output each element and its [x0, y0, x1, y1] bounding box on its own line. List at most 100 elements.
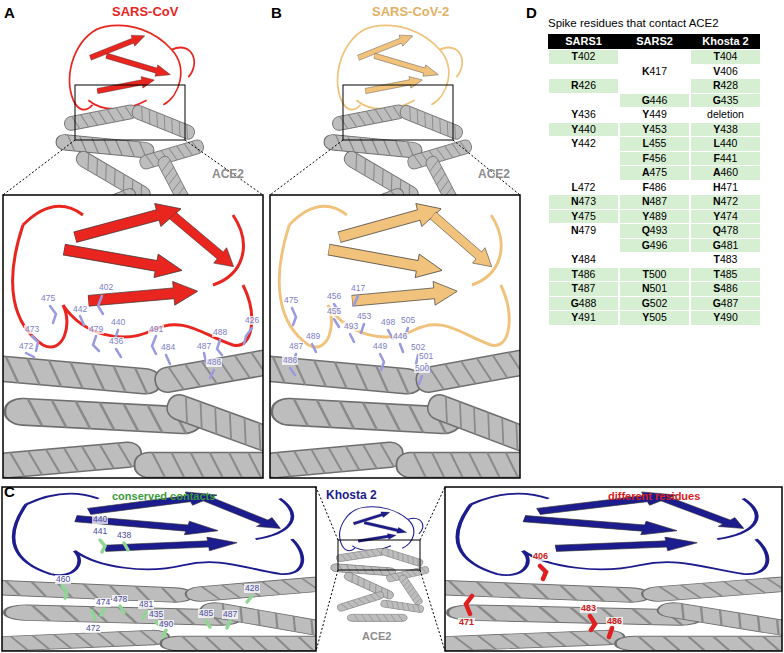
- residue-number: 453: [356, 312, 372, 321]
- residue-number: 428: [244, 584, 260, 593]
- residue-number: 440: [92, 515, 108, 524]
- table-cell: N487: [620, 195, 689, 209]
- table-cell: T485: [691, 268, 760, 282]
- residue-number: 438: [116, 531, 132, 540]
- residue-number: 473: [24, 325, 40, 334]
- protein-name: Khosta 2: [326, 489, 377, 503]
- residue-number: 474: [95, 598, 111, 607]
- residue-number: 446: [392, 332, 408, 341]
- residue-number: 490: [158, 620, 174, 629]
- panel-letter: B: [271, 4, 282, 21]
- residue-number: 486: [282, 356, 298, 365]
- sars-cov-2-complex: [252, 25, 549, 478]
- table-cell: G502: [620, 297, 689, 311]
- residue-number: 487: [288, 342, 304, 351]
- residue-number: 486: [606, 617, 623, 626]
- table-cell: Y440: [549, 123, 618, 137]
- residue-number: 475: [283, 296, 299, 305]
- residue-number: 455: [326, 307, 342, 316]
- residue-number: 442: [72, 305, 88, 314]
- residue-number: 488: [212, 328, 228, 337]
- table-cell: deletion: [691, 108, 760, 122]
- table-cell: T404: [691, 50, 760, 64]
- table-cell: H471: [691, 181, 760, 195]
- table-cell: Y491: [549, 311, 618, 325]
- table-cell: N501: [620, 282, 689, 296]
- khosta-2-complex: [0, 487, 784, 651]
- table-cell: Y449: [620, 108, 689, 122]
- residue-number: 505: [400, 316, 416, 325]
- residue-number: 417: [350, 284, 366, 293]
- table-cell: R428: [691, 79, 760, 93]
- table-cell: L472: [549, 181, 618, 195]
- residue-number: 441: [92, 527, 108, 536]
- protein-name: ACE2: [212, 168, 244, 182]
- table-cell: R426: [549, 79, 618, 93]
- table-cell: G488: [549, 297, 618, 311]
- residue-number: 484: [160, 343, 176, 352]
- residue-number: 485: [198, 609, 214, 618]
- residue-number: 498: [380, 318, 396, 327]
- residue-number: 500: [414, 364, 430, 373]
- inset-title: conserved contacts: [112, 490, 215, 503]
- residue-number: 489: [305, 332, 321, 341]
- table-cell: Q493: [620, 224, 689, 238]
- residue-number: 440: [110, 318, 126, 327]
- residue-number: 491: [148, 325, 164, 334]
- protein-name: SARS-CoV-2: [372, 5, 449, 20]
- residue-number: 435: [148, 610, 164, 619]
- panel-letter: C: [4, 483, 15, 500]
- table-cell: V406: [691, 65, 760, 79]
- protein-name: SARS-CoV: [112, 5, 178, 20]
- table-cell: Q478: [691, 224, 760, 238]
- table-cell: N472: [691, 195, 760, 209]
- residue-number: 478: [112, 595, 128, 604]
- column-header: Khosta 2: [690, 34, 761, 49]
- table-cell: T487: [549, 282, 618, 296]
- protein-name: ACE2: [362, 630, 391, 643]
- residue-number: 493: [343, 322, 359, 331]
- table-cell: G435: [691, 94, 760, 108]
- residue-number: 402: [98, 283, 114, 292]
- table-cell: K417: [620, 65, 689, 79]
- table-cell: Y436: [549, 108, 618, 122]
- table-header-bar: [548, 34, 760, 49]
- table-cell: Y442: [549, 137, 618, 151]
- inset-title: different residues: [608, 490, 700, 503]
- column-header: SARS1: [548, 34, 619, 49]
- table-cell: S486: [691, 282, 760, 296]
- table-cell: T483: [691, 253, 760, 267]
- table-cell: F456: [620, 152, 689, 166]
- table-cell: L455: [620, 137, 689, 151]
- table-cell: Y505: [620, 311, 689, 325]
- table-cell: L440: [691, 137, 760, 151]
- table-cell: Y475: [549, 210, 618, 224]
- table-title: Spike residues that contact ACE2: [548, 17, 719, 30]
- table-cell: Y490: [691, 311, 760, 325]
- sars-cov-complex: [0, 25, 293, 478]
- table-cell: A475: [620, 166, 689, 180]
- table-cell: G487: [691, 297, 760, 311]
- residue-number: 471: [458, 618, 475, 627]
- table-cell: T486: [549, 268, 618, 282]
- table-cell: G481: [691, 239, 760, 253]
- residue-number: 460: [55, 575, 71, 584]
- residue-number: 472: [18, 342, 34, 351]
- table-cell: G496: [620, 239, 689, 253]
- table-cell: N473: [549, 195, 618, 209]
- residue-number: 436: [108, 337, 124, 346]
- table-cell: Y474: [691, 210, 760, 224]
- table-cell: A460: [691, 166, 760, 180]
- table-cell: F441: [691, 152, 760, 166]
- residue-number: 406: [532, 552, 549, 561]
- residue-number: 472: [85, 624, 101, 633]
- table-cell: G446: [620, 94, 689, 108]
- panel-letter: A: [4, 4, 15, 21]
- table-cell: T402: [549, 50, 618, 64]
- residue-number: 449: [372, 342, 388, 351]
- table-cell: Y484: [549, 253, 618, 267]
- panel-letter: D: [526, 4, 537, 21]
- residue-number: 501: [418, 352, 434, 361]
- table-cell: F486: [620, 181, 689, 195]
- residue-number: 456: [326, 292, 342, 301]
